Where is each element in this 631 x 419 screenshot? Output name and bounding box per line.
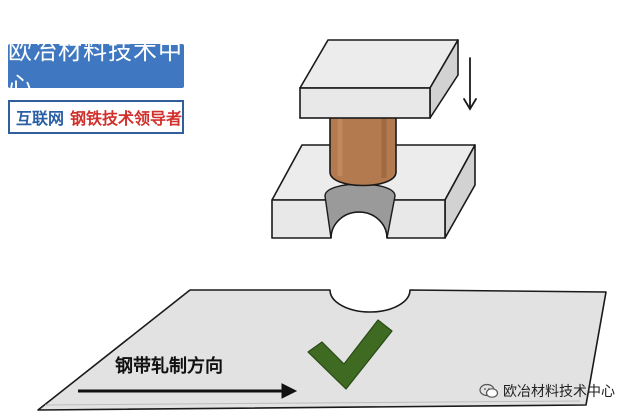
press-block xyxy=(299,39,459,119)
brand-header: 欧冶材料技术中心 xyxy=(8,37,184,100)
brand-title: 欧冶材料技术中心 xyxy=(8,37,183,100)
wechat-icon xyxy=(479,383,499,398)
punch xyxy=(329,105,397,187)
down-arrow-icon xyxy=(463,57,477,111)
check-mark-icon xyxy=(307,319,393,390)
watermark: 欧冶材料技术中心 xyxy=(479,381,615,401)
watermark-text: 欧冶材料技术中心 xyxy=(503,384,615,400)
subtitle-leader: 钢铁技术领导者 xyxy=(70,109,183,128)
rolling-direction-arrow xyxy=(78,383,298,399)
brand-subtitle: 互联网 钢铁技术领导者 xyxy=(8,100,184,134)
subtitle-internet: 互联网 xyxy=(16,109,65,128)
rolling-direction-label: 钢带轧制方向 xyxy=(115,356,223,377)
